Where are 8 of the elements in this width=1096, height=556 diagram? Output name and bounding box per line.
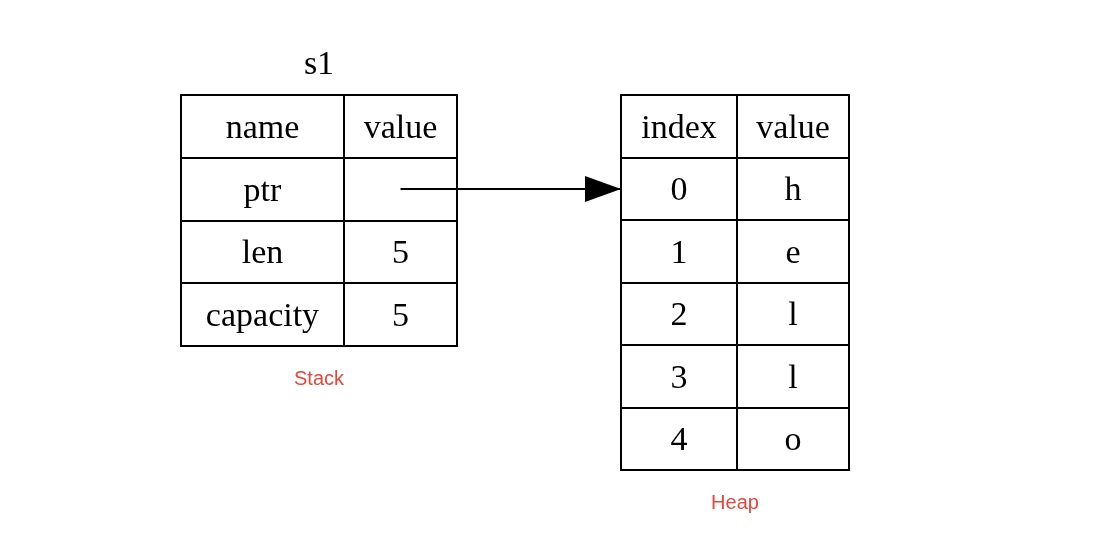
table-cell: capacity bbox=[180, 282, 345, 347]
table-label: Heap bbox=[710, 490, 760, 514]
table-cell: 5 bbox=[343, 282, 458, 347]
table-cell: name bbox=[180, 94, 345, 159]
table-heading: s1 bbox=[302, 43, 336, 83]
table-cell: value bbox=[343, 94, 458, 159]
arrow bbox=[399, 176, 622, 202]
table-label: Stack bbox=[293, 366, 345, 390]
